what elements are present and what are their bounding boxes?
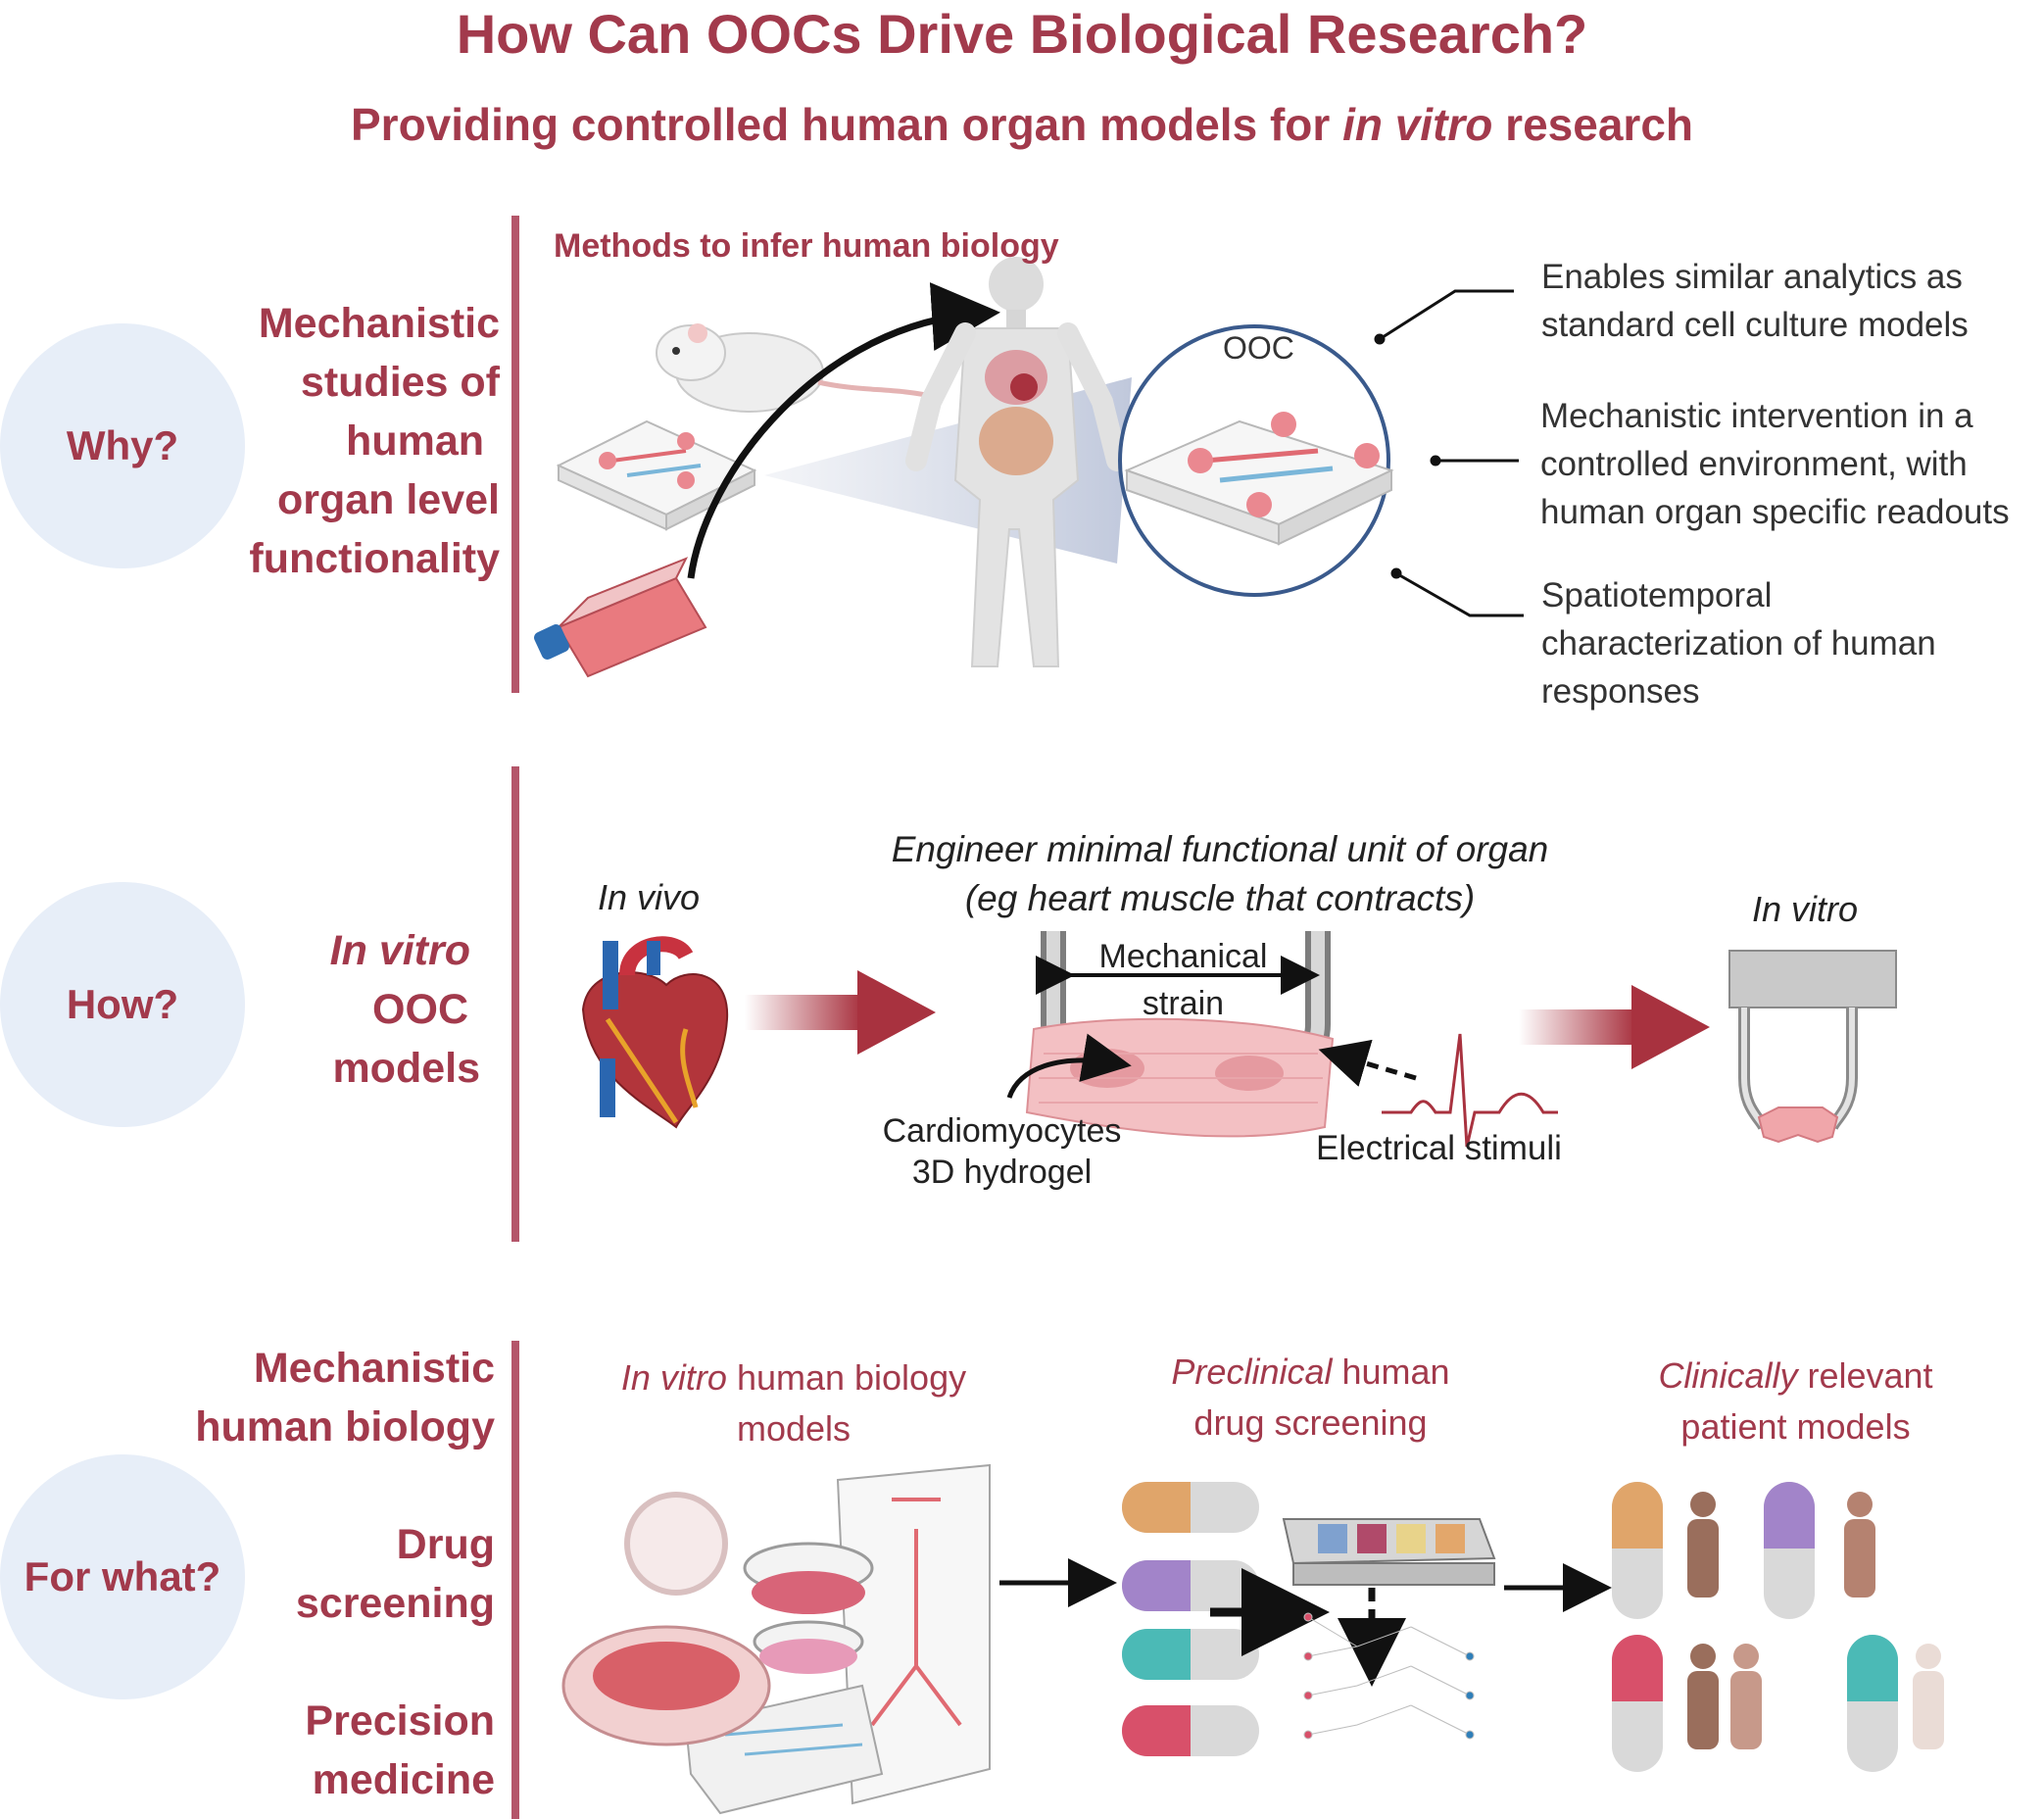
why-label-line: organ level — [276, 476, 500, 523]
col2-italic: Preclinical — [1171, 1352, 1333, 1392]
cardio-arrow — [1006, 1033, 1132, 1099]
note-2: Mechanistic intervention in a controlled… — [1540, 392, 2010, 536]
cardio-label: Cardiomyocytes 3D hydrogel — [852, 1110, 1151, 1193]
col1-rest: human biology — [726, 1357, 967, 1398]
forwhat-label-line: Mechanistic — [253, 1345, 495, 1392]
why-label-line: Mechanistic — [258, 300, 500, 347]
col3-line2: patient models — [1680, 1406, 1911, 1447]
note-1: Enables similar analytics as standard ce… — [1541, 253, 1969, 349]
in-vitro-models-icon — [561, 1463, 991, 1815]
forwhat-label-line: human biology — [195, 1403, 495, 1450]
note-3: Spatiotemporal characterization of human… — [1541, 571, 1936, 715]
note-2-line: controlled environment, with — [1540, 445, 1968, 483]
in-vitro-device — [1728, 950, 1897, 1144]
col3-caption: Clinically relevant patient models — [1627, 1351, 1965, 1452]
neural-network-icon — [1303, 1612, 1475, 1740]
how-label-line: OOC — [372, 986, 468, 1033]
forwhat-label-line: Drug — [396, 1521, 495, 1568]
pill-icons — [1122, 1482, 1259, 1756]
strain-line: Mechanical — [1098, 938, 1268, 975]
patient-models-icon — [1612, 1482, 1944, 1772]
how-label: In vitro OOC models — [196, 921, 480, 1098]
screening-plate-icon — [1282, 1518, 1496, 1586]
how-divider — [511, 766, 519, 1242]
rat-icon — [656, 323, 937, 413]
ooc-label: OOC — [1223, 330, 1294, 366]
note-1-line: Enables similar analytics as — [1541, 258, 1963, 296]
page-title: How Can OOCs Drive Biological Research? — [456, 3, 1588, 65]
human-body-icon — [905, 257, 1128, 667]
col1-caption: In vitro human biology models — [578, 1352, 1009, 1454]
note-3-line: characterization of human — [1541, 624, 1936, 663]
forwhat-label: Mechanistic human biology Drug screening… — [127, 1339, 495, 1809]
note-1-line: standard cell culture models — [1541, 306, 1969, 344]
col1-line2: models — [736, 1408, 852, 1449]
how-label-line: models — [332, 1045, 480, 1092]
red-arrow-shaft — [745, 995, 862, 1030]
why-label-line: studies of — [300, 359, 500, 406]
how-circle: How? — [0, 882, 245, 1127]
engineer-caption: Engineer minimal functional unit of orga… — [823, 825, 1617, 923]
why-circle: Why? — [0, 323, 245, 568]
why-label: Mechanistic studies of human organ level… — [196, 294, 500, 588]
connector-lines — [1374, 289, 1524, 617]
forwhat-label-line: medicine — [312, 1756, 495, 1803]
electrical-label: Electrical stimuli — [1316, 1129, 1562, 1167]
strain-label: Mechanical strain — [1068, 933, 1298, 1027]
heart-icon — [581, 936, 729, 1129]
red-arrow-head — [857, 970, 936, 1055]
col1-italic: In vitro — [620, 1357, 727, 1398]
ecg-icon — [1382, 1033, 1558, 1148]
col2-rest: human — [1332, 1352, 1450, 1392]
why-divider — [511, 216, 519, 693]
engineer-line: (eg heart muscle that contracts) — [964, 878, 1476, 918]
why-label-line: human — [346, 418, 484, 465]
forwhat-circle: For what? — [0, 1454, 245, 1699]
note-3-line: Spatiotemporal — [1541, 576, 1773, 615]
col2-line2: drug screening — [1193, 1402, 1428, 1443]
subtitle-pre: Providing controlled human organ models … — [350, 99, 1343, 150]
engineer-line: Engineer minimal functional unit of orga… — [891, 829, 1549, 869]
methods-title: Methods to infer human biology — [554, 227, 1059, 265]
red-arrow2-head — [1631, 985, 1710, 1069]
forwhat-divider — [511, 1341, 519, 1819]
forwhat-label-line: Precision — [305, 1697, 495, 1745]
cardio-line: 3D hydrogel — [911, 1154, 1093, 1191]
forwhat-label-line: screening — [295, 1580, 495, 1627]
how-label-italic: In vitro — [329, 927, 470, 974]
red-arrow2-shaft — [1519, 1009, 1636, 1045]
subtitle-post: research — [1492, 99, 1694, 150]
flask-icon — [534, 557, 707, 678]
note-2-line: human organ specific readouts — [1540, 493, 2010, 531]
col3-rest: relevant — [1797, 1355, 1933, 1396]
page-subtitle: Providing controlled human organ models … — [0, 98, 2044, 151]
why-label-line: functionality — [249, 535, 500, 582]
strain-line: strain — [1142, 985, 1225, 1022]
note-3-line: responses — [1541, 672, 1700, 711]
col3-italic: Clinically — [1658, 1355, 1798, 1396]
subtitle-italic: in vitro — [1342, 99, 1493, 150]
in-vitro-label: In vitro — [1752, 889, 1859, 929]
small-chip-icon — [556, 419, 757, 531]
ooc-magnifier — [1118, 324, 1394, 597]
stimuli-arrow — [1318, 1039, 1417, 1087]
curved-arrow — [687, 282, 1000, 579]
cardio-line: Cardiomyocytes — [882, 1112, 1122, 1150]
col2-caption: Preclinical human drug screening — [1122, 1347, 1499, 1449]
in-vivo-label: In vivo — [598, 877, 701, 917]
note-2-line: Mechanistic intervention in a — [1540, 397, 1973, 435]
